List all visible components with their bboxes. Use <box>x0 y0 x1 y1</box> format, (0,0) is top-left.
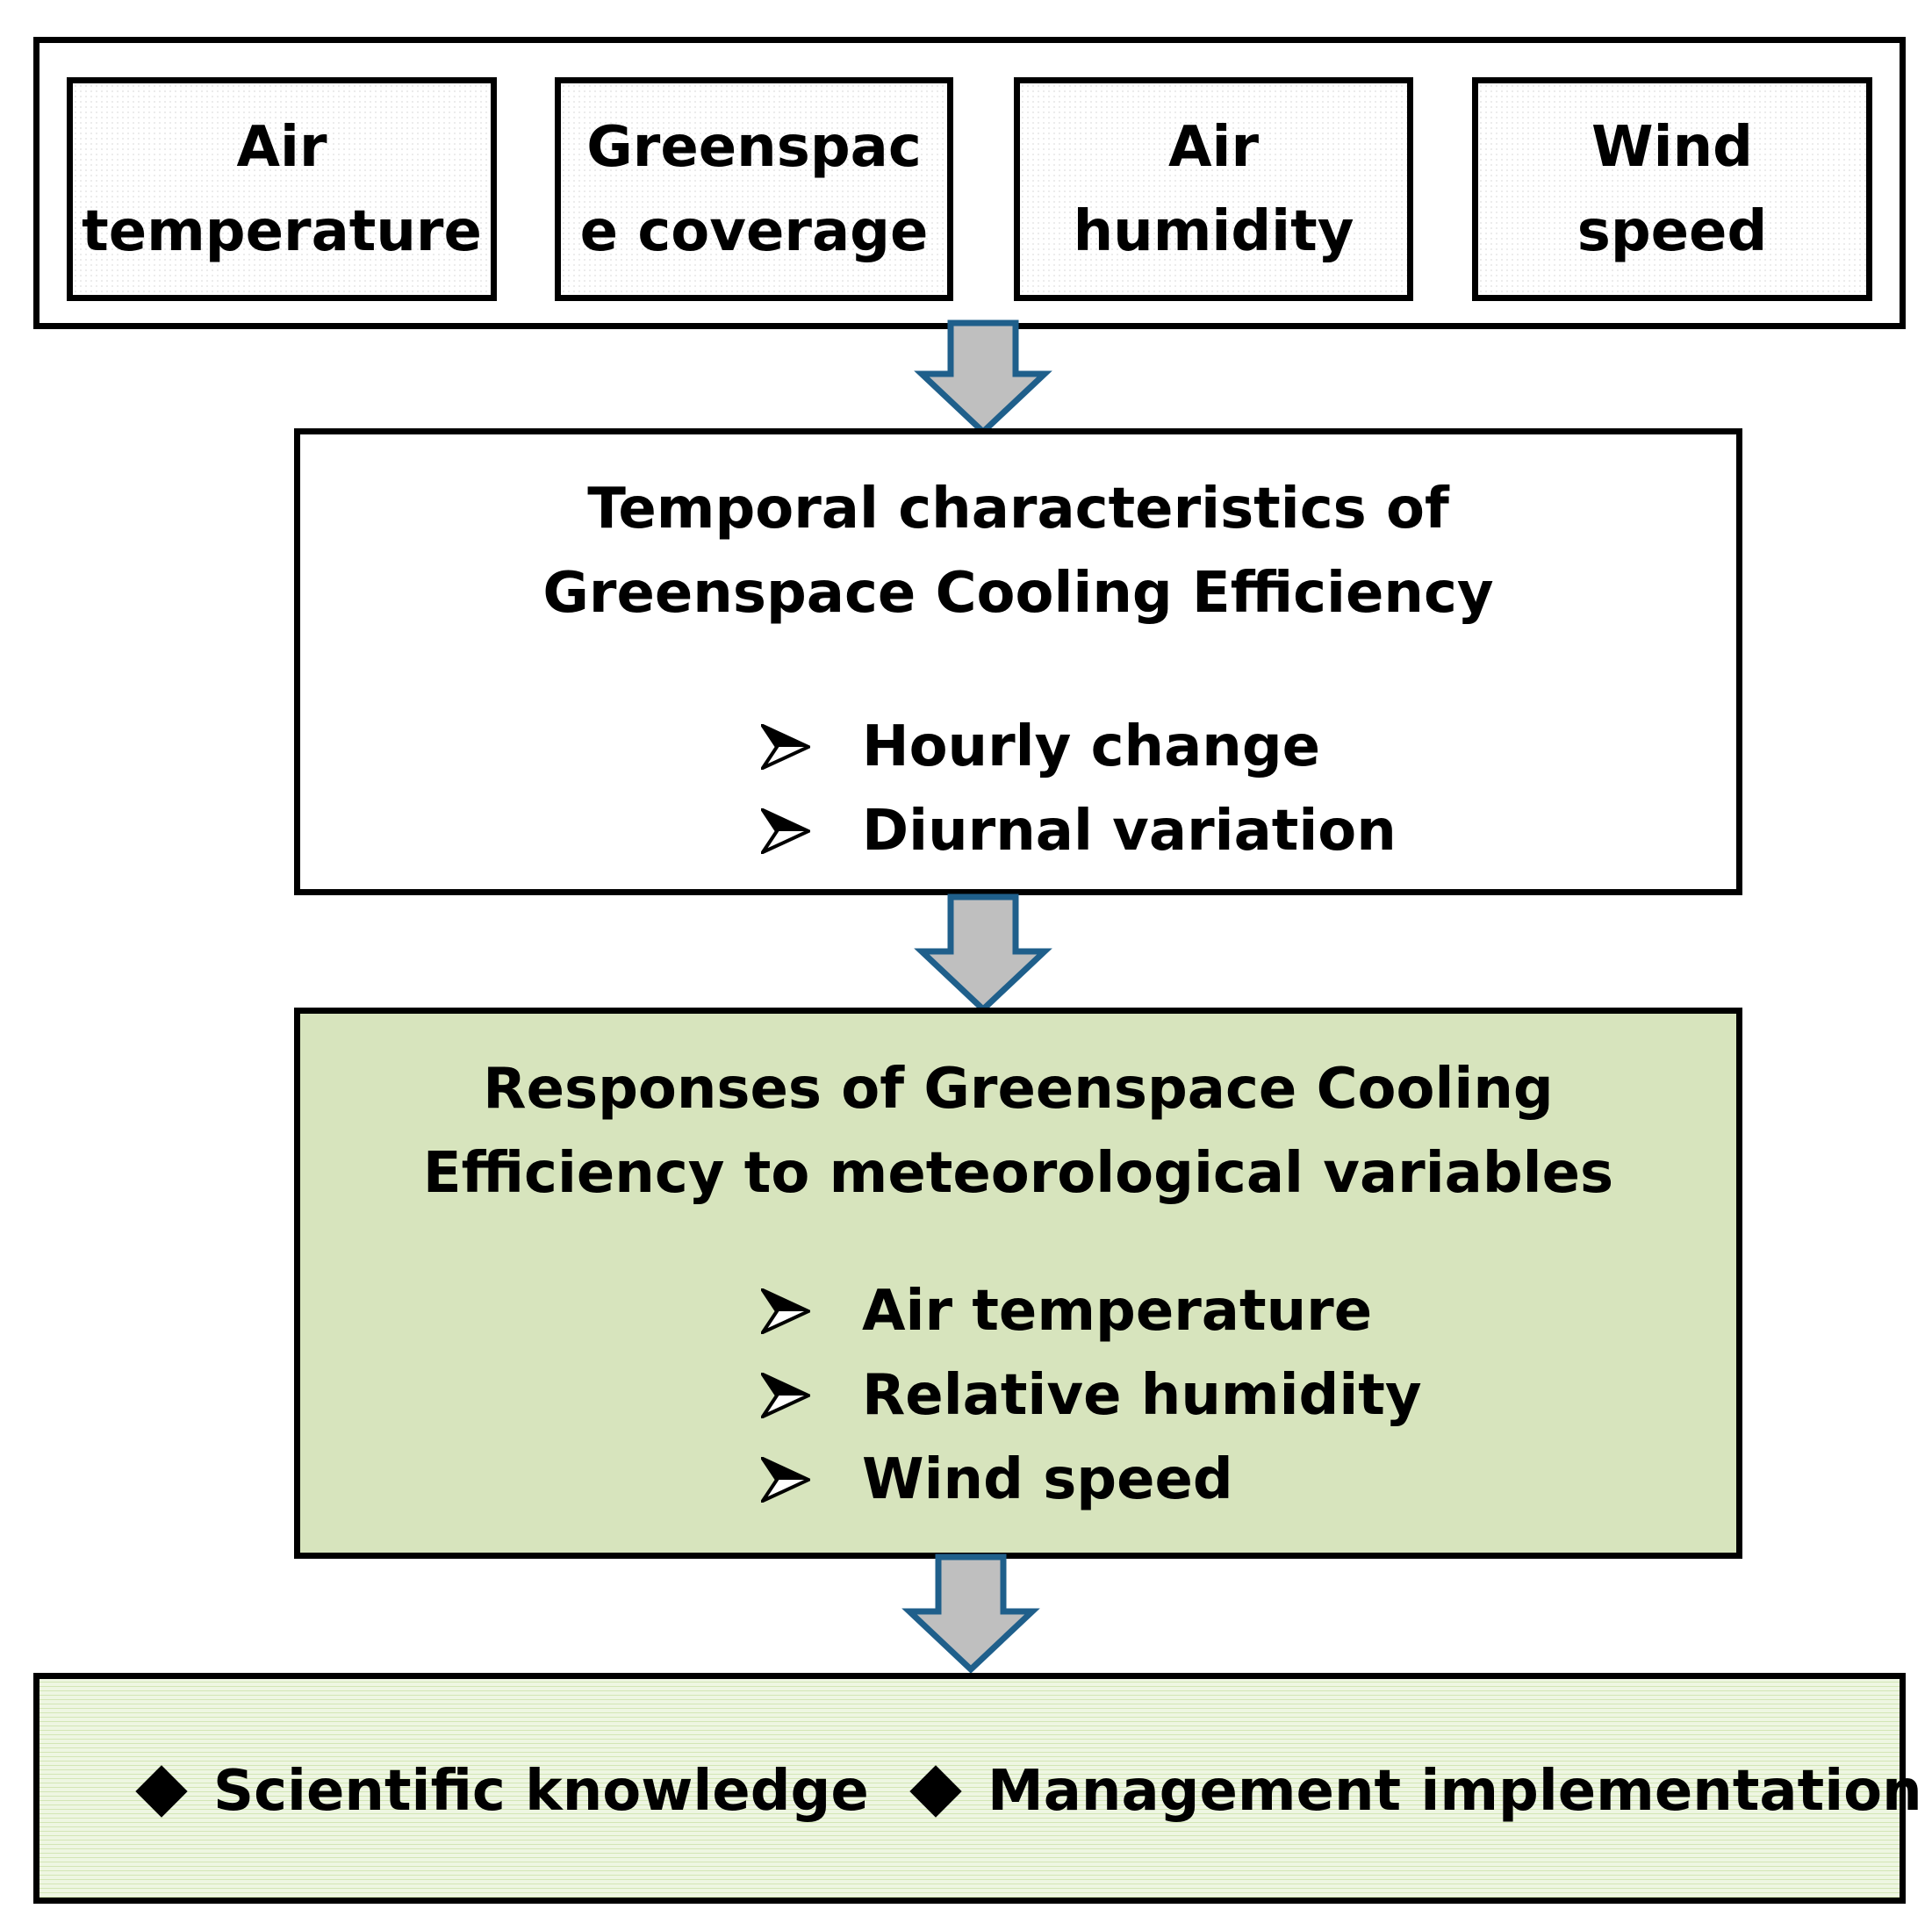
temporal-title-line1: Temporal characteristics of <box>587 477 1449 542</box>
input-label-line2: speed <box>1576 198 1768 264</box>
input-air-humidity: Air humidity <box>1014 77 1413 301</box>
arrowhead-bullet-icon <box>761 808 810 854</box>
diamond-bullet-icon <box>135 1765 188 1818</box>
list-item-text: Hourly change <box>862 714 1321 779</box>
list-item-text: Diurnal variation <box>862 799 1397 864</box>
responses-box: Responses of Greenspace Cooling Efficien… <box>294 1008 1742 1559</box>
temporal-characteristics-box: Temporal characteristics of Greenspace C… <box>294 428 1742 895</box>
input-label-line2: temperature <box>82 198 482 264</box>
arrowhead-bullet-icon <box>761 1288 810 1334</box>
diamond-bullet-icon <box>909 1765 962 1818</box>
list-item-text: Relative humidity <box>862 1363 1422 1428</box>
outcomes-box: Scientific knowledge Management implemen… <box>33 1673 1922 1904</box>
input-air-temperature: Air temperature <box>67 77 497 301</box>
input-wind-speed: Wind speed <box>1472 77 1872 301</box>
outcome-scientific-knowledge: Scientific knowledge <box>135 1749 869 1833</box>
input-greenspace-coverage: Greenspac e coverage <box>555 77 953 301</box>
list-item: Wind speed <box>300 1438 1736 1522</box>
list-item-text: Wind speed <box>862 1447 1233 1512</box>
input-label-line2: humidity <box>1073 198 1354 264</box>
input-label-line2: e coverage <box>579 198 929 264</box>
outcome-text: Management implementation <box>988 1759 1922 1824</box>
list-item: Hourly change <box>300 705 1736 789</box>
down-arrow-icon <box>914 319 1052 436</box>
list-item: Diurnal variation <box>300 789 1736 873</box>
arrowhead-bullet-icon <box>761 724 810 770</box>
input-label-line1: Air <box>236 114 327 180</box>
list-item: Air temperature <box>300 1269 1736 1353</box>
input-label-line1: Greenspac <box>586 114 922 180</box>
responses-title: Responses of Greenspace Cooling Efficien… <box>300 1047 1736 1216</box>
down-arrow-icon <box>914 893 1052 1014</box>
outcome-management-implementation: Management implementation <box>909 1749 1922 1833</box>
input-label-line1: Wind <box>1591 114 1753 180</box>
responses-title-line1: Responses of Greenspace Cooling <box>483 1057 1554 1122</box>
input-label-line1: Air <box>1167 114 1260 180</box>
list-item-text: Air temperature <box>862 1279 1373 1344</box>
list-item: Relative humidity <box>300 1353 1736 1438</box>
temporal-list: Hourly change Diurnal variation <box>300 705 1736 873</box>
temporal-title-line2: Greenspace Cooling Efficiency <box>542 561 1494 626</box>
arrowhead-bullet-icon <box>761 1373 810 1418</box>
outcome-text: Scientific knowledge <box>213 1759 869 1824</box>
temporal-title: Temporal characteristics of Greenspace C… <box>300 467 1736 635</box>
responses-list: Air temperature Relative humidity Wind s… <box>300 1269 1736 1522</box>
arrowhead-bullet-icon <box>761 1457 810 1503</box>
down-arrow-icon <box>901 1553 1040 1674</box>
responses-title-line2: Efficiency to meteorological variables <box>422 1141 1614 1206</box>
